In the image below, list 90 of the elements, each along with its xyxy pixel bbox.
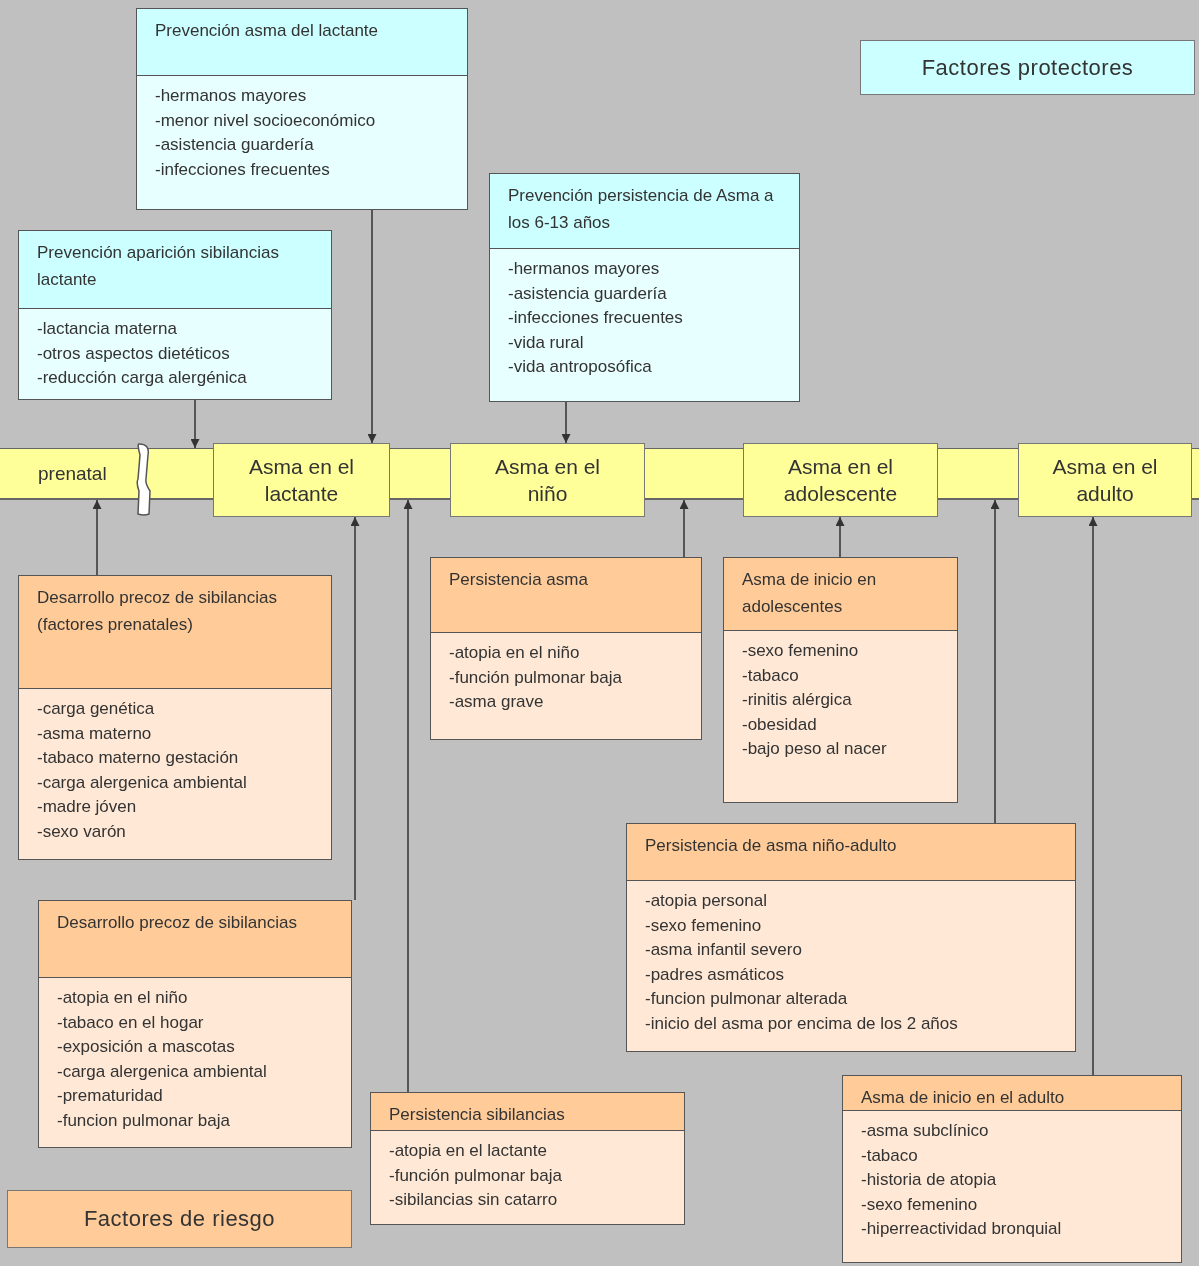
factor-item: -función pulmonar baja <box>389 1164 563 1187</box>
factor-item: -menor nivel socioeconómico <box>155 109 377 132</box>
factor-item: -funcion pulmonar alterada <box>645 988 849 1010</box>
factor-item: -lactancia materna <box>37 318 178 340</box>
factor-item: -hermanos mayores <box>508 258 661 280</box>
factor-item: -padres asmáticos <box>645 963 785 986</box>
factor-item: -rinitis alérgica <box>742 689 853 711</box>
factor-item: -función pulmonar baja <box>449 666 623 689</box>
arrow <box>403 499 413 1093</box>
stage-box <box>213 443 390 517</box>
arrow <box>92 499 102 576</box>
card-heading: Persistencia sibilancias <box>371 1093 684 1131</box>
card-heading: Prevención persistencia de Asma a los 6-13 años <box>490 174 799 249</box>
card-heading: Prevención aparición sibilancias lactante <box>19 231 331 309</box>
stage-label: Asma en el lactante <box>247 453 356 507</box>
factor-item: -asma subclínico <box>861 1120 990 1142</box>
factor-card <box>370 1092 685 1225</box>
stage-box <box>743 443 938 517</box>
card-heading: Desarrollo precoz de sibilancias <box>39 901 351 978</box>
factor-item: -atopia en el niño <box>449 642 581 664</box>
stage-label: Asma en el niño <box>493 453 602 507</box>
factor-item: -atopia en el niño <box>57 987 189 1009</box>
arrow <box>561 401 571 444</box>
timeline-label: prenatal <box>38 463 107 485</box>
factor-item: -atopia en el lactante <box>389 1140 548 1162</box>
factor-item: -sexo femenino <box>742 640 860 662</box>
factor-item: -bajo peso al nacer <box>742 738 888 760</box>
card-heading: Asma de inicio en adolescentes <box>724 558 957 631</box>
arrow <box>990 499 1000 824</box>
factor-item: -historia de atopia <box>861 1169 998 1191</box>
factor-item: -asma grave <box>449 691 545 713</box>
factor-item: -reducción carga alergénica <box>37 367 248 389</box>
factor-item: -atopia personal <box>645 890 768 912</box>
factor-item: -asistencia guardería <box>155 134 315 156</box>
factor-item: -infecciones frecuentes <box>508 307 684 329</box>
arrow <box>350 516 360 901</box>
factor-item: -sibilancias sin catarro <box>389 1189 559 1211</box>
factor-item: -madre jóven <box>37 796 138 818</box>
stage-box <box>1018 443 1192 517</box>
arrow <box>835 516 845 558</box>
factor-item: -carga alergenica ambiental <box>57 1060 268 1083</box>
card-heading: Desarrollo precoz de sibilancias (factores prenatales) <box>19 576 331 689</box>
factor-card <box>38 900 352 1148</box>
factor-item: -exposición a mascotas <box>57 1036 236 1058</box>
timeline-band <box>0 443 1199 517</box>
factor-item: -tabaco materno gestación <box>37 747 240 769</box>
factor-card <box>842 1075 1182 1263</box>
factor-item: -funcion pulmonar baja <box>57 1109 231 1132</box>
factor-item: -carga alergenica ambiental <box>37 771 248 794</box>
factor-item: -hiperreactividad bronquial <box>861 1218 1063 1240</box>
factor-item: -asma infantil severo <box>645 939 803 961</box>
factor-card <box>626 823 1076 1052</box>
factor-card <box>489 173 800 402</box>
category-label: Factores de riesgo <box>83 1206 276 1232</box>
factor-item: -asistencia guardería <box>508 282 668 305</box>
card-heading: Prevención asma del lactante <box>137 9 467 76</box>
factor-item: -tabaco <box>742 664 800 687</box>
factor-card <box>136 8 468 210</box>
arrow <box>1088 516 1098 1076</box>
arrow <box>367 209 377 444</box>
arrow <box>679 499 689 558</box>
factor-item: -hermanos mayores <box>155 85 308 107</box>
stage-label: Asma en el adulto <box>1051 453 1159 507</box>
factor-item: -asma materno <box>37 722 153 745</box>
factor-item: -sexo varón <box>37 820 127 843</box>
factor-item: -vida rural <box>508 331 585 354</box>
factor-item: -otros aspectos dietéticos <box>37 342 231 365</box>
category-box <box>7 1190 352 1248</box>
card-heading: Persistencia asma <box>431 558 701 633</box>
stage-box <box>450 443 645 517</box>
factor-item: -sexo femenino <box>861 1193 979 1216</box>
card-heading: Persistencia de asma niño-adulto <box>627 824 1075 881</box>
factor-item: -inicio del asma por encima de los 2 años <box>645 1012 959 1035</box>
factor-card <box>18 575 332 860</box>
factor-item: -tabaco <box>861 1144 919 1167</box>
factor-card <box>723 557 958 803</box>
category-box <box>860 40 1195 95</box>
factor-item: -tabaco en el hogar <box>57 1011 205 1034</box>
factor-card <box>18 230 332 400</box>
factor-item: -infecciones frecuentes <box>155 158 331 181</box>
card-heading: Asma de inicio en el adulto <box>843 1076 1181 1111</box>
factor-item: -vida antroposófica <box>508 356 653 378</box>
stage-label: Asma en el adolescente <box>782 453 899 507</box>
factor-item: -prematuridad <box>57 1085 164 1107</box>
category-label: Factores protectores <box>921 54 1134 81</box>
factor-item: -sexo femenino <box>645 914 763 937</box>
arrow <box>190 399 200 449</box>
factor-item: -obesidad <box>742 713 818 736</box>
factor-card <box>430 557 702 740</box>
factor-item: -carga genética <box>37 698 156 720</box>
